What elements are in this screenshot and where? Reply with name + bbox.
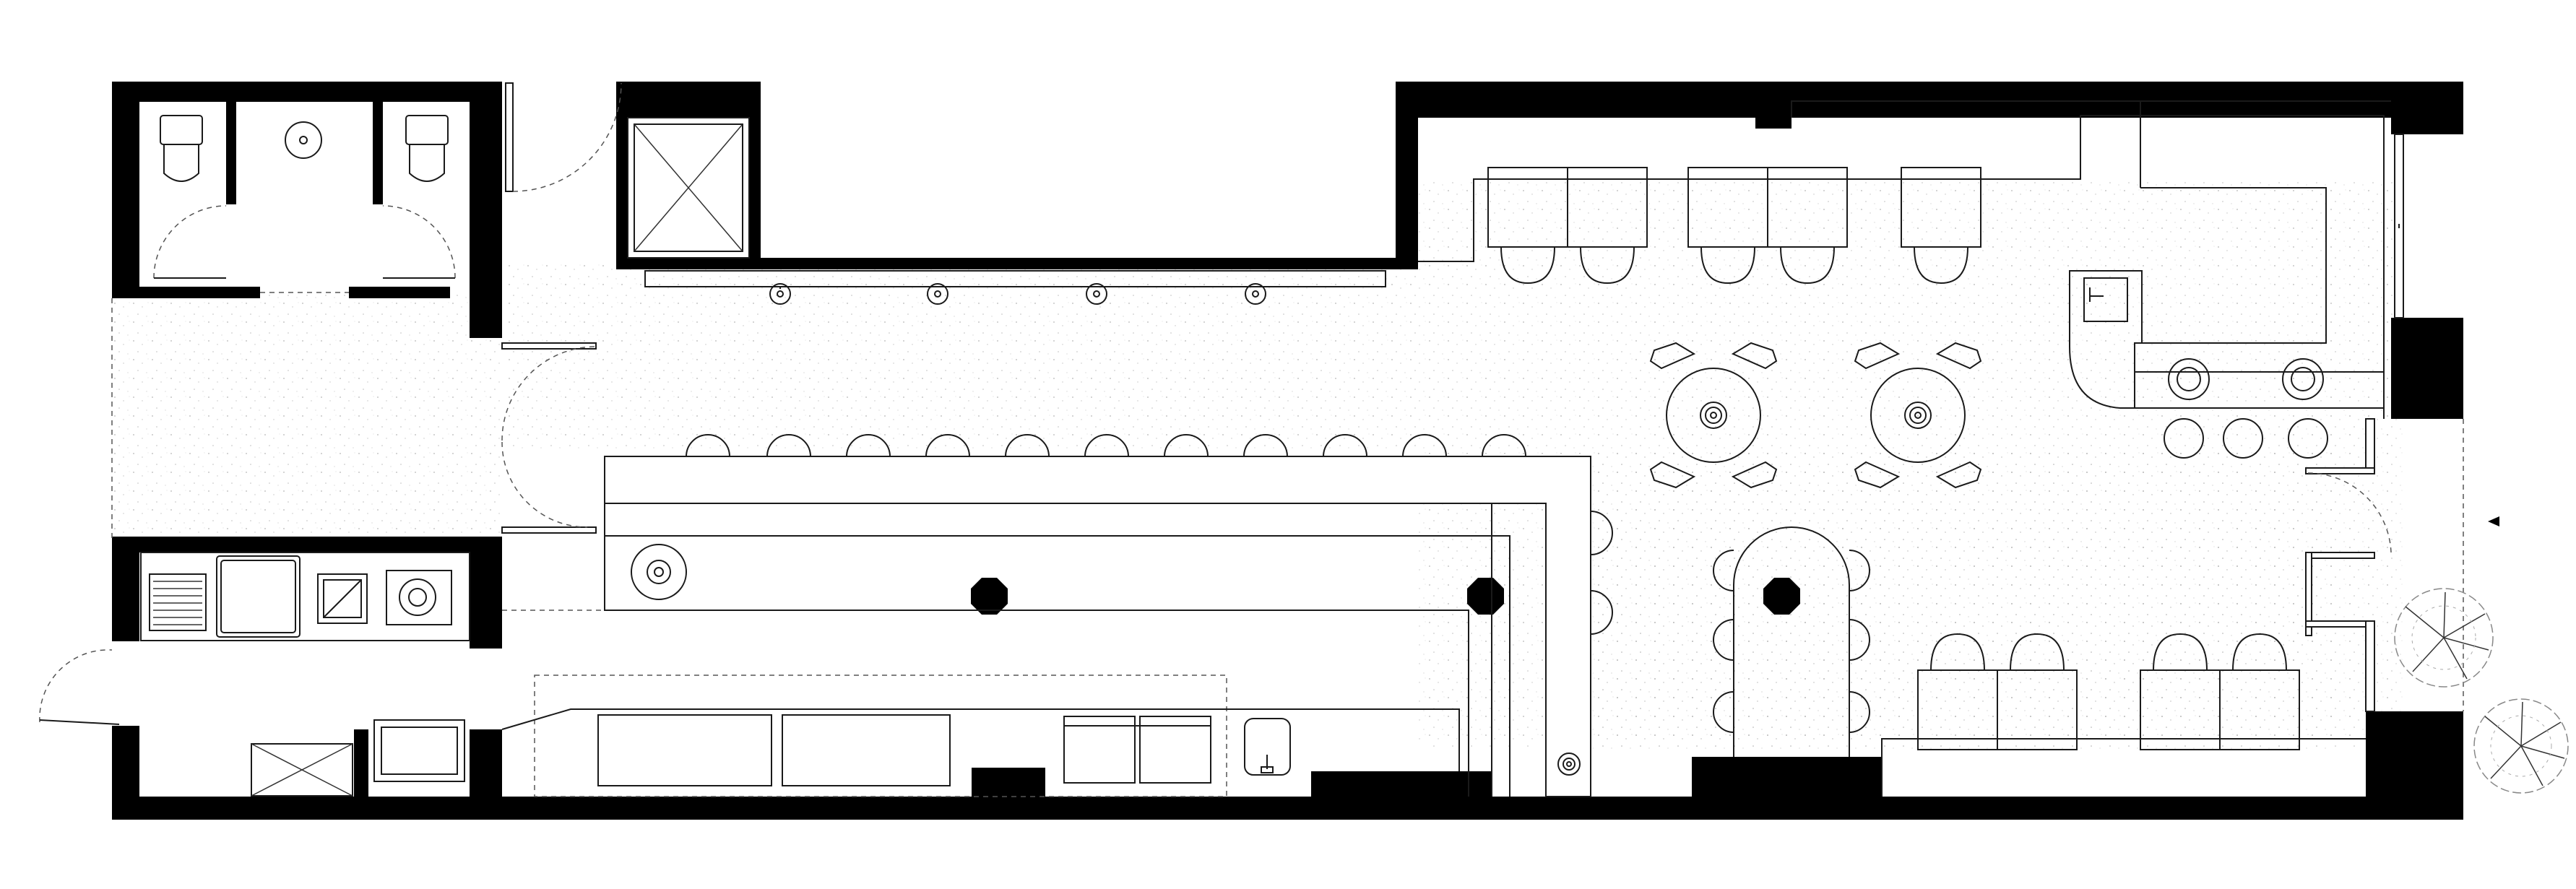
kitchen-burner <box>386 570 452 625</box>
tree-canopy-icon <box>2394 588 2494 688</box>
bar-sink <box>631 544 687 600</box>
toilet-left <box>160 115 203 182</box>
triangle-left-icon <box>2488 516 2499 526</box>
pendant-light <box>927 283 948 305</box>
upper-banquette <box>1418 100 2391 419</box>
bar-stools <box>686 434 1613 635</box>
wall-shelf <box>644 270 1386 305</box>
counter-sink <box>2083 277 2128 322</box>
toilet-right <box>405 115 449 182</box>
kitchen-grill <box>149 573 207 631</box>
pendant-light <box>1245 283 1266 305</box>
kitchen <box>39 552 470 797</box>
two-seat-tables <box>1487 167 1981 285</box>
lower-tables <box>1881 633 2366 797</box>
communal-table <box>1713 526 1870 757</box>
restroom-area <box>153 115 456 293</box>
entrance <box>2305 134 2464 712</box>
back-counter <box>501 675 1460 797</box>
service-counter <box>2069 187 2385 459</box>
round-table <box>1649 342 1778 489</box>
pendant-light <box>769 283 791 305</box>
bar-counter <box>604 456 1591 797</box>
kitchen-sink <box>216 555 301 638</box>
hand-sink <box>1244 718 1291 776</box>
storage-room <box>627 117 750 259</box>
drain <box>1557 753 1581 776</box>
restroom-doors <box>153 205 456 293</box>
kitchen-prep-box <box>317 573 368 624</box>
tree-canopy-icon <box>2473 698 2569 794</box>
pendant-light <box>1086 283 1107 305</box>
restroom-basin <box>285 121 322 159</box>
walls <box>112 82 2463 820</box>
corridor-doors <box>111 82 622 611</box>
round-table <box>1854 342 1982 489</box>
